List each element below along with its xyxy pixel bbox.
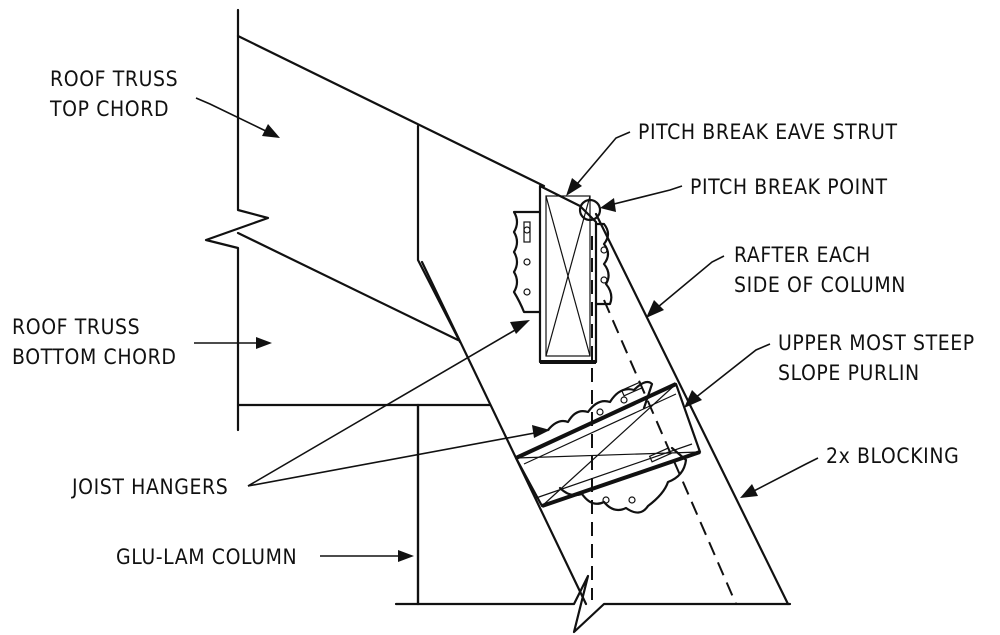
rafter-top-edge (594, 212, 790, 606)
arrow-top-chord (262, 124, 280, 138)
lower-hanger-lower-flange (558, 446, 688, 514)
arrow-purlin (684, 390, 702, 408)
pitch-break-eave-strut (538, 184, 602, 364)
glu-lam-column (394, 403, 792, 634)
purlin-inner-2 (535, 443, 693, 499)
purlin-top-edge (515, 382, 677, 460)
upper-hanger-left-flange (512, 210, 542, 314)
arrow-rafter (646, 300, 664, 318)
arrow-pitch-break-point (600, 198, 616, 212)
upper-hanger-nail-5 (600, 276, 608, 284)
top-chord-top-edge (236, 34, 546, 188)
column-break-line (394, 574, 792, 634)
purlin-bottom-edge (541, 450, 701, 508)
label-joist-hangers: JOIST HANGERS (71, 475, 228, 499)
arrow-glu-lam (398, 550, 414, 562)
leaders (194, 97, 819, 562)
upper-hanger-nail-4 (600, 246, 608, 254)
lower-hanger-nail-4 (628, 496, 636, 504)
lower-hanger-upper-flange (546, 380, 654, 432)
truss-web (416, 124, 462, 344)
leader-rafter (651, 255, 725, 313)
label-top-chord-line1: ROOF TRUSS (50, 67, 178, 91)
upper-hanger-right-flange (594, 222, 613, 306)
arrow-joist-hanger-lower (532, 425, 550, 438)
purlin-cross-1 (515, 451, 701, 459)
upper-hanger-nail-3 (523, 288, 531, 296)
label-pitch-break-point: PITCH BREAK POINT (690, 175, 888, 199)
lower-hanger-slot-1 (620, 381, 644, 397)
label-bottom-chord-line1: ROOF TRUSS (12, 315, 140, 339)
top-chord-bottom-edge (236, 231, 460, 342)
leader-blocking (747, 457, 819, 495)
lower-joist-hanger (546, 380, 688, 514)
leader-joist-hanger-upper (247, 325, 523, 487)
arrow-bottom-chord (256, 337, 272, 349)
lower-hanger-slot-2 (648, 447, 672, 463)
upper-hanger-slot (523, 221, 531, 243)
arrow-joist-hanger-upper (510, 320, 530, 334)
leader-purlin (689, 343, 771, 403)
arrow-blocking (740, 484, 758, 498)
eave-strut-outline (538, 184, 598, 364)
purlin-inner-1 (523, 393, 677, 465)
leader-pitch-break-point (605, 185, 683, 207)
label-rafter-line1: RAFTER EACH (734, 243, 871, 267)
label-top-chord-line2: TOP CHORD (49, 97, 169, 121)
truss-break-line (204, 8, 270, 432)
roof-truss (204, 8, 546, 432)
eave-strut-inner (545, 195, 591, 357)
upper-joist-hanger (512, 210, 613, 314)
callout-labels: ROOF TRUSS TOP CHORD PITCH BREAK EAVE ST… (12, 67, 975, 569)
label-2x-blocking: 2x BLOCKING (826, 444, 959, 468)
pitch-break-point-circle (578, 198, 602, 222)
lower-hanger-nail-3 (602, 496, 610, 504)
label-purlin-line1: UPPER MOST STEEP (778, 331, 975, 355)
leader-eave-strut (571, 131, 631, 191)
label-glu-lam-column: GLU-LAM COLUMN (116, 545, 297, 569)
rafter-bottom-edge (420, 260, 588, 606)
label-rafter-line2: SIDE OF COLUMN (734, 273, 906, 297)
leader-top-chord (195, 97, 273, 135)
leader-joist-hanger-lower (247, 431, 541, 487)
arrow-eave-strut (566, 178, 582, 196)
upper-hanger-nail-1 (523, 226, 531, 234)
label-bottom-chord-line2: BOTTOM CHORD (12, 345, 177, 369)
eave-strut-cross-2 (545, 195, 591, 357)
label-pitch-break-eave-strut: PITCH BREAK EAVE STRUT (638, 120, 898, 144)
lower-hanger-nail-1 (596, 408, 604, 416)
label-purlin-line2: SLOPE PURLIN (778, 361, 920, 385)
lower-hanger-nail-2 (620, 396, 628, 404)
upper-hanger-nail-2 (523, 258, 531, 266)
